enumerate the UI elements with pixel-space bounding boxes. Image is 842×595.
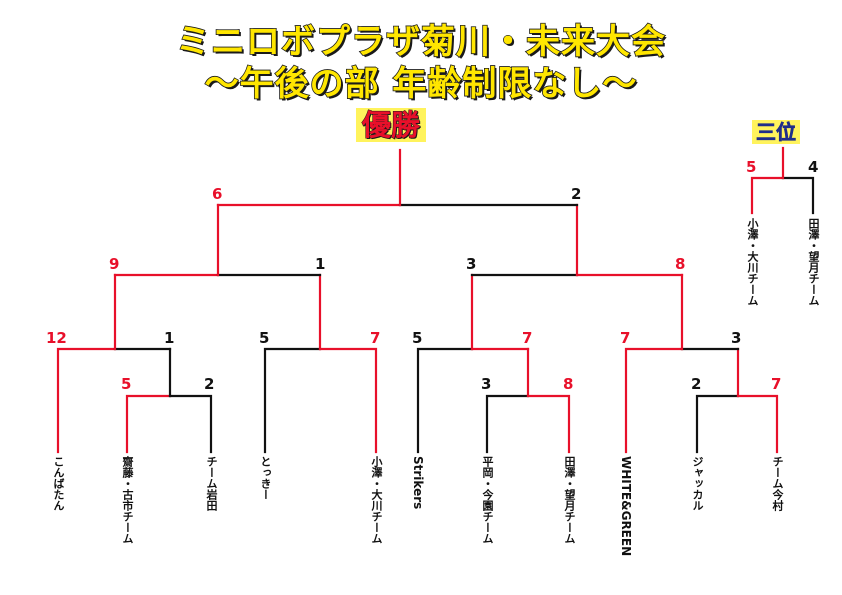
bracket-line	[750, 176, 785, 215]
score: 7	[370, 329, 381, 347]
bracket-line	[736, 394, 779, 454]
team-name: チーム今村	[771, 456, 784, 511]
bracket-line	[168, 394, 213, 454]
team-name: WHITE&GREEN	[619, 456, 633, 557]
score: 7	[522, 329, 533, 347]
team-name: Strikers	[411, 456, 425, 510]
bracket-line	[526, 394, 571, 454]
score: 5	[412, 329, 423, 347]
score: 2	[571, 185, 582, 203]
bracket-line	[56, 347, 117, 454]
score: 7	[771, 375, 782, 393]
team-name: 小澤・大川チーム	[370, 456, 383, 544]
score: 8	[563, 375, 574, 393]
score: 5	[746, 158, 757, 176]
bracket-line	[624, 347, 684, 454]
third-place-team-name: 小澤・大川チーム	[746, 218, 759, 306]
tournament-title: ミニロボプラザ菊川・未来大会	[175, 21, 666, 63]
score: 12	[46, 329, 67, 347]
score: 5	[259, 329, 270, 347]
score: 3	[466, 255, 477, 273]
score: 5	[121, 375, 132, 393]
team-name: とっきー	[259, 456, 272, 500]
score: 6	[212, 185, 223, 203]
score: 8	[675, 255, 686, 273]
team-name: こんばたん	[52, 456, 65, 511]
score: 3	[481, 375, 492, 393]
bracket-line	[263, 347, 322, 454]
third-place-team-name: 田澤・望月チーム	[807, 218, 820, 306]
team-name: 田澤・望月チーム	[563, 456, 576, 544]
score: 1	[315, 255, 326, 273]
team-name: チーム岩田	[205, 456, 218, 511]
team-name: 齋藤・古市チーム	[121, 456, 134, 544]
bracket-line	[695, 394, 740, 454]
score: 9	[109, 255, 120, 273]
score: 4	[808, 158, 819, 176]
bracket-line	[125, 394, 172, 454]
team-name: 平岡・今園チーム	[481, 456, 494, 544]
bracket-line	[781, 176, 815, 215]
team-name: ジャッカル	[691, 456, 704, 511]
score: 2	[691, 375, 702, 393]
bracket-line	[318, 347, 378, 454]
score: 3	[731, 329, 742, 347]
tournament-subtitle: ～午後の部 年齢制限なし～	[204, 63, 638, 105]
bracket-line	[416, 347, 474, 454]
score: 7	[620, 329, 631, 347]
third-place-badge: 三位	[752, 120, 800, 144]
bracket-line	[485, 394, 530, 454]
score: 1	[164, 329, 175, 347]
score: 2	[204, 375, 215, 393]
champion-badge: 優勝	[356, 108, 427, 143]
